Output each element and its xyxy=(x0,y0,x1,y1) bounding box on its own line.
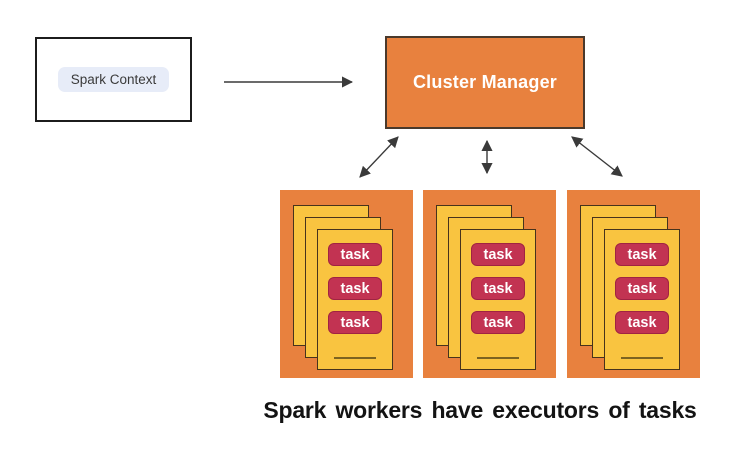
spark-context-label: Spark Context xyxy=(57,67,170,92)
task-badge: task xyxy=(615,311,669,334)
task-badge: task xyxy=(471,277,525,300)
task-badge: task xyxy=(328,243,382,266)
task-badge: task xyxy=(615,277,669,300)
cluster-manager-label: Cluster Manager xyxy=(412,72,558,92)
executor-underline xyxy=(477,357,519,359)
executor-card-front: task task task xyxy=(604,229,680,370)
task-badge: task xyxy=(471,311,525,334)
executor-card-front: task task task xyxy=(460,229,536,370)
arrow-manager-worker-left xyxy=(359,136,399,178)
task-badge: task xyxy=(615,243,669,266)
task-badge: task xyxy=(328,277,382,300)
spark-context-box: Spark Context xyxy=(35,37,192,122)
arrow-manager-worker-right xyxy=(571,136,623,177)
executor-card-front: task task task xyxy=(317,229,393,370)
executor-underline xyxy=(334,357,376,359)
worker-box-3: task task task xyxy=(567,190,700,378)
task-badge: task xyxy=(471,243,525,266)
worker-box-1: task task task xyxy=(280,190,413,378)
worker-box-2: task task task xyxy=(423,190,556,378)
executor-underline xyxy=(621,357,663,359)
task-badge: task xyxy=(328,311,382,334)
diagram-caption: Spark workers have executors of tasks xyxy=(263,397,697,423)
cluster-manager-box: Cluster Manager xyxy=(385,36,585,129)
